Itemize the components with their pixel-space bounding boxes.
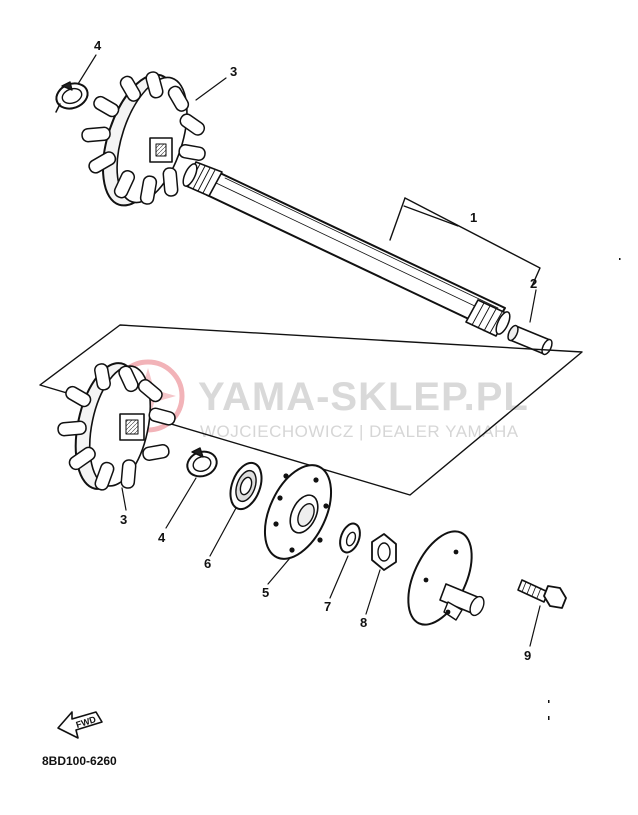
hose-clamp-lower bbox=[186, 447, 218, 478]
callout-4-lower: 4 bbox=[158, 530, 166, 545]
lower-assembly bbox=[39, 54, 583, 647]
watermark: YAMA-SKLEP.PL WOJCIECHOWICZ | DEALER YAM… bbox=[111, 359, 529, 441]
drive-shaft bbox=[182, 161, 511, 337]
forward-arrow-icon: FWD bbox=[57, 711, 103, 739]
flange-plate bbox=[263, 464, 333, 560]
hose-clamp-upper bbox=[55, 81, 89, 113]
callout-5: 5 bbox=[262, 585, 269, 600]
callout-3-upper: 3 bbox=[230, 64, 237, 79]
bearing bbox=[229, 461, 263, 511]
washer bbox=[339, 522, 361, 554]
watermark-main-text: YAMA-SKLEP.PL bbox=[198, 375, 529, 419]
callouts: 1 2 3 3 4 4 5 6 7 8 9 bbox=[94, 38, 537, 663]
callout-9: 9 bbox=[524, 648, 531, 663]
scan-marks bbox=[548, 258, 621, 720]
group-outline-upper bbox=[404, 197, 541, 287]
upper-assembly bbox=[55, 71, 553, 356]
shaft-collar bbox=[507, 324, 553, 356]
leader-lines bbox=[77, 54, 541, 647]
callout-7: 7 bbox=[324, 599, 331, 614]
hex-nut bbox=[371, 533, 397, 571]
callout-1: 1 bbox=[470, 210, 477, 225]
drive-sprocket-lower bbox=[57, 362, 176, 491]
callout-6: 6 bbox=[204, 556, 211, 571]
watermark-sub-text: WOJCIECHOWICZ | DEALER YAMAHA bbox=[200, 422, 519, 441]
drive-sprocket-upper bbox=[81, 71, 206, 207]
group-outline-lower bbox=[39, 324, 583, 496]
hub-flange bbox=[407, 530, 485, 626]
callout-4-upper: 4 bbox=[94, 38, 102, 53]
bolt bbox=[517, 579, 567, 609]
callout-2: 2 bbox=[530, 276, 537, 291]
part-code: 8BD100-6260 bbox=[42, 754, 117, 768]
callout-8: 8 bbox=[360, 615, 367, 630]
callout-3-lower: 3 bbox=[120, 512, 127, 527]
